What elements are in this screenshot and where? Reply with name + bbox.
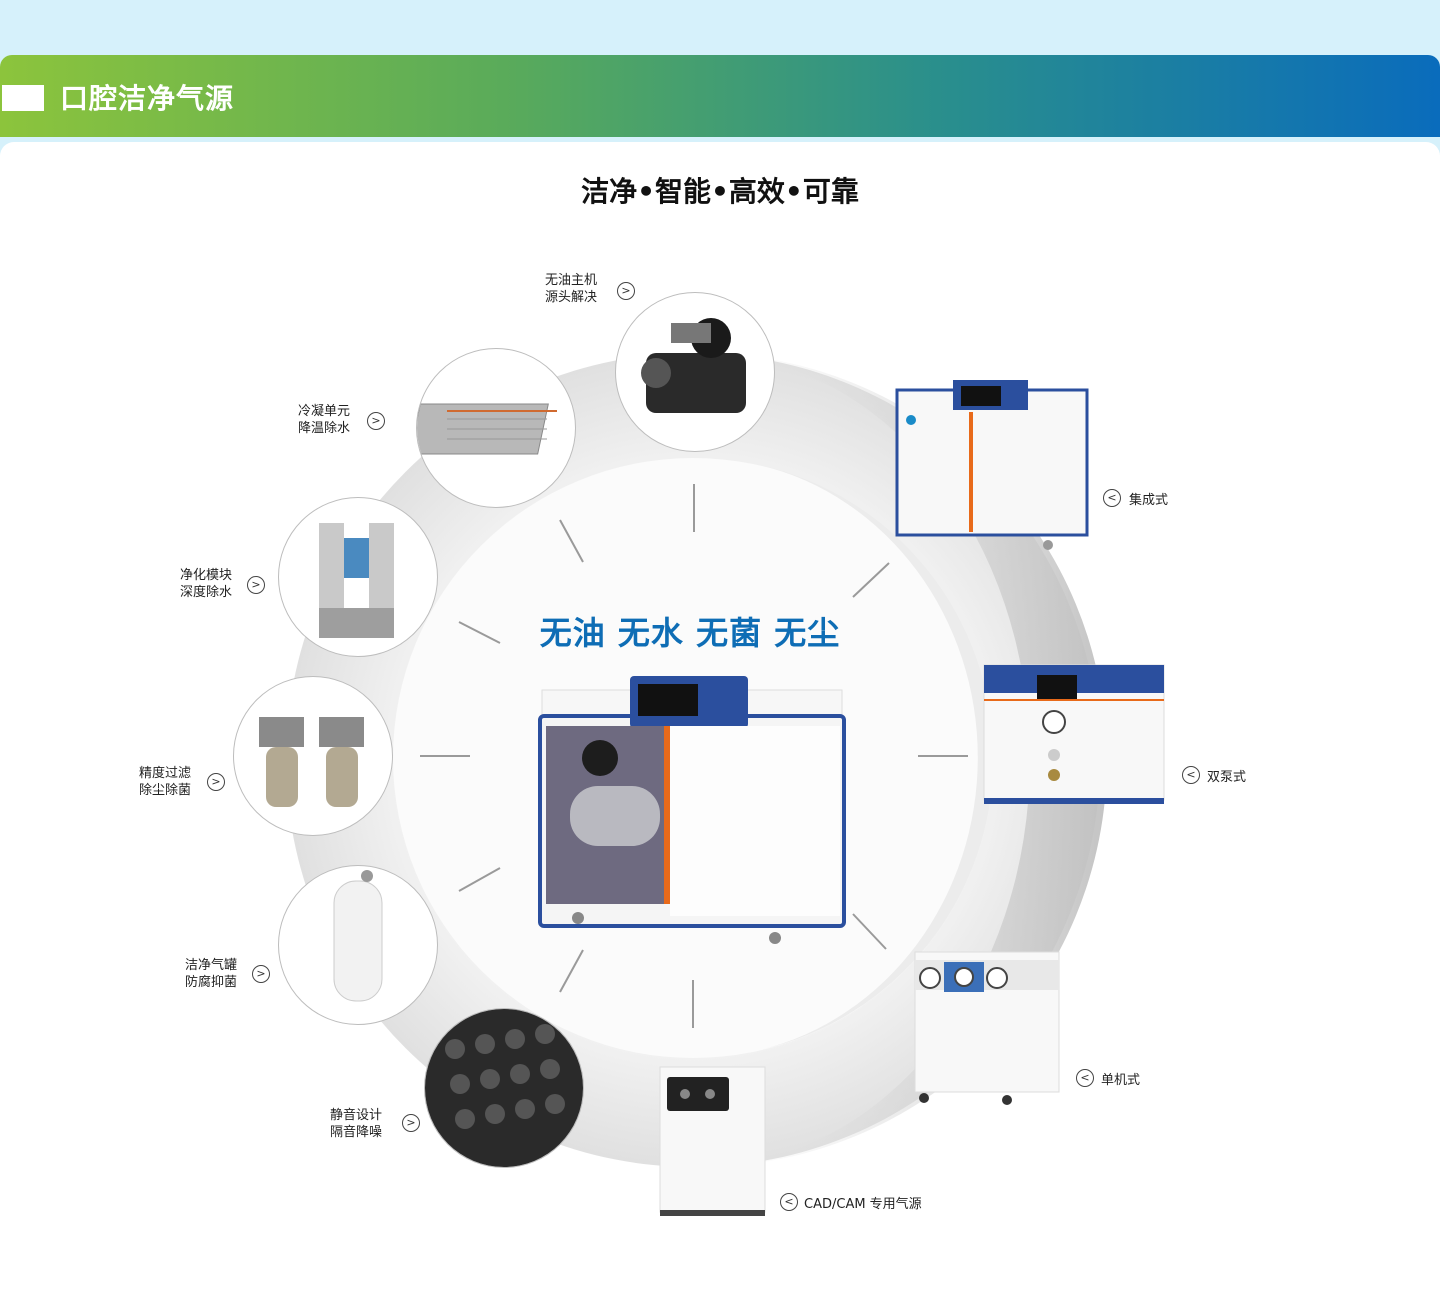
filter-image: [259, 717, 364, 807]
feature-thumb-tank: [278, 865, 438, 1025]
feature-thumb-purifier: [278, 497, 438, 657]
feature-thumb-filter: [233, 676, 393, 836]
product-label-cadcam[interactable]: CAD/CAM 专用气源: [804, 1197, 922, 1212]
purifier-image: [319, 523, 394, 638]
tick-wnw: [458, 621, 501, 644]
feature-label-filter: 精度过滤 除尘除菌: [139, 766, 192, 798]
right-arrow-icon[interactable]: >: [402, 1114, 420, 1132]
product-label-integrated[interactable]: 集成式: [1129, 493, 1169, 508]
condenser-image: [417, 403, 557, 455]
tank-image: [333, 870, 383, 1002]
compressor-image: [641, 318, 746, 413]
product-integrated-image: [895, 380, 1089, 550]
main-product-image: [538, 676, 846, 944]
product-dual-pump-image: [983, 664, 1165, 804]
feature-label-compressor: 无油主机 源头解决: [545, 273, 598, 305]
right-arrow-icon[interactable]: >: [207, 773, 225, 791]
tick-nw: [559, 519, 584, 563]
tick-marks: [420, 484, 968, 1028]
right-arrow-icon[interactable]: >: [247, 576, 265, 594]
right-arrow-icon[interactable]: >: [252, 965, 270, 983]
feature-thumb-acoustic: [424, 1008, 584, 1168]
right-arrow-icon[interactable]: >: [367, 412, 385, 430]
feature-thumb-compressor: [615, 292, 775, 452]
feature-label-purifier: 净化模块 深度除水: [180, 568, 233, 600]
acoustic-foam-image: [425, 1009, 583, 1167]
feature-thumb-condenser: [416, 348, 576, 508]
center-slogan: 无油 无水 无菌 无尘: [539, 614, 841, 652]
feature-label-condenser: 冷凝单元 降温除水: [298, 404, 351, 436]
product-single-unit-image: [914, 951, 1060, 1105]
tick-sw: [559, 949, 584, 993]
product-label-dual-pump[interactable]: 双泵式: [1207, 770, 1247, 785]
left-arrow-icon[interactable]: <: [1103, 489, 1121, 507]
left-arrow-icon[interactable]: <: [780, 1193, 798, 1211]
feature-label-acoustic: 静音设计 隔音降噪: [330, 1108, 383, 1140]
right-arrow-icon[interactable]: >: [617, 282, 635, 300]
tick-ne: [852, 562, 890, 598]
page-title: 口腔洁净气源: [60, 82, 235, 115]
product-cadcam-image: [659, 1066, 766, 1216]
feature-label-tank: 洁净气罐 防腐抑菌: [185, 958, 238, 990]
subtitle: 洁净•智能•高效•可靠: [581, 175, 859, 208]
tick-wsw: [458, 867, 501, 892]
product-label-single-unit[interactable]: 单机式: [1101, 1073, 1141, 1088]
header-accent-block: [2, 85, 44, 111]
left-arrow-icon[interactable]: <: [1182, 766, 1200, 784]
left-arrow-icon[interactable]: <: [1076, 1069, 1094, 1087]
header-bar: 口腔洁净气源: [0, 55, 1440, 137]
tick-se: [852, 913, 887, 950]
